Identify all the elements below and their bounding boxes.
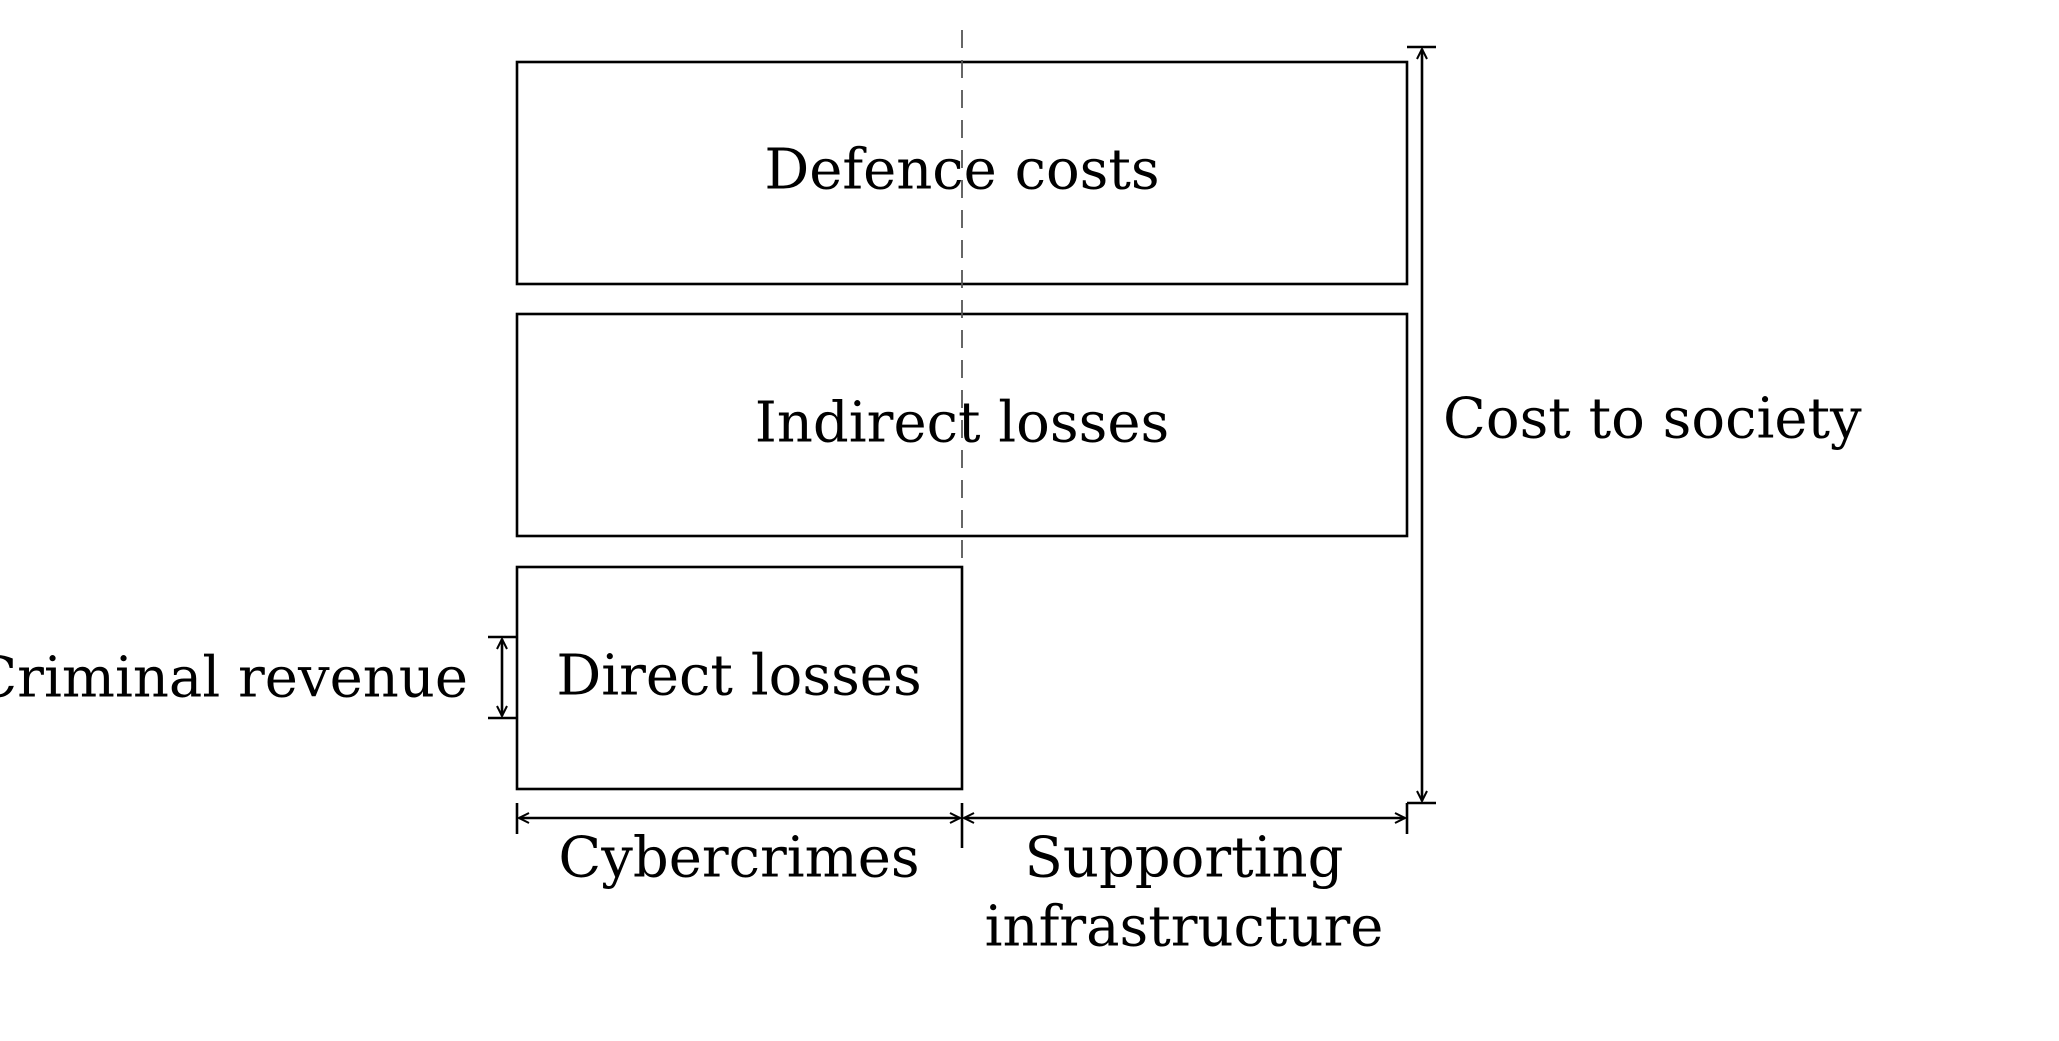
criminal-revenue-dimension [488,635,517,720]
indirect-losses-label: Indirect losses [755,391,1170,456]
defence-costs-label: Defence costs [764,138,1159,203]
supporting-infrastructure-label-line1: Supporting [1025,826,1344,891]
direct-losses-label: Direct losses [556,644,921,709]
supporting-infrastructure-label-line2: infrastructure [985,895,1384,960]
cybercrimes-label: Cybercrimes [558,826,919,891]
cost-to-society-label: Cost to society [1443,387,1862,452]
direct-losses-box [515,565,964,791]
horizontal-dimensions [515,803,1409,848]
cost-to-society-dimension [1407,45,1436,805]
criminal-revenue-label: Criminal revenue [0,646,468,711]
